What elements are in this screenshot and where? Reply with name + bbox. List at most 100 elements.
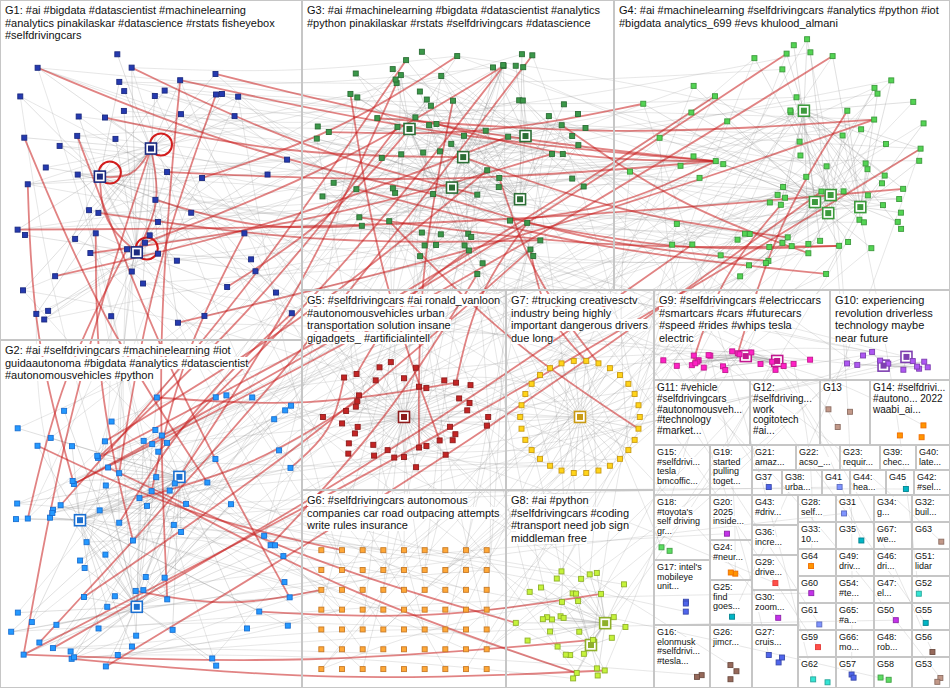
vertex [691,83,696,88]
vertex [25,516,30,521]
vertex [683,601,688,606]
vertex [202,313,207,318]
vertex [523,437,528,442]
vertex-link [24,138,151,149]
vertex [449,141,454,146]
vertex [393,77,398,82]
group-label: G35 [839,524,856,534]
group-box: G62 [798,657,836,688]
vertex [417,445,422,450]
vertex [895,219,900,224]
group-label: G20: 2025 inside... [713,497,744,526]
vertex [402,667,407,672]
group-label: G1: #ai #bigdata #datascientist #machine… [5,4,275,41]
vertex [734,669,739,674]
vertex [53,274,58,279]
vertex [735,237,740,242]
vertex [550,151,555,156]
vertex [21,288,26,293]
group-box: G63 [912,522,950,549]
vertex [773,367,778,372]
vertex [636,426,641,431]
vertex [776,615,781,620]
vertex [789,244,794,249]
group-label: G13 [823,382,842,393]
strong-link [74,54,787,484]
vertex-link [549,116,822,191]
group-box: G39: chec... [880,445,916,470]
vertex [360,568,365,573]
vertex [738,274,743,279]
strong-link [24,149,921,655]
vertex [22,135,27,140]
group-label: G57 [839,659,856,669]
vertex [122,89,127,94]
vertex [901,367,906,372]
vertex [773,581,778,586]
vertex [626,448,631,453]
vertex [427,123,432,128]
vertex [273,290,278,295]
vertex [916,591,921,596]
vertex [413,365,418,370]
vertex [581,651,586,656]
vertex [379,155,384,160]
vertex [784,51,789,56]
vertex [443,607,448,612]
group-box: G19: started pulling toget... [710,445,752,495]
vertex [438,232,443,237]
vertex-link [89,210,216,665]
vertex [131,601,142,612]
vertex [919,435,924,440]
vertex-link [38,68,152,491]
vertex [469,234,474,239]
hub-icon [176,474,182,480]
vertex [319,627,324,632]
group-box: G32: buil... [912,495,950,522]
vertex [402,627,407,632]
hub-icon [881,363,887,369]
group-label: G33: 10... [801,524,821,544]
vertex [815,645,820,650]
vertex [121,108,126,113]
strong-link [84,250,530,598]
vertex [897,433,902,438]
vertex [922,359,927,364]
vertex-link [24,607,137,655]
vertex [257,609,262,614]
vertex [453,432,458,437]
vertex [129,65,134,70]
hub-icon [134,604,140,610]
vertex [381,587,386,592]
group-label: G54: #te... [839,578,859,598]
vertex [819,189,824,194]
hub-icon [857,204,863,210]
group-box: G29: drive... [752,555,798,590]
group-label: G27: cruis... [755,627,782,647]
vertex [464,607,469,612]
vertex-link [38,68,827,167]
vertex-link [180,69,782,83]
vertex [851,675,856,680]
group-box: G36: incre... [752,525,798,555]
vertex [531,253,536,258]
vertex [172,481,177,486]
group-box: G49: driv... [836,549,874,576]
vertex [571,358,576,363]
vertex [150,442,155,447]
group-label: G55 [915,605,932,615]
vertex [25,182,30,187]
vertex [549,617,554,622]
hub-icon [523,133,529,139]
vertex [214,663,219,668]
vertex [340,607,345,612]
vertex [450,438,455,443]
vertex [763,260,768,265]
group-box: G61 [798,603,836,630]
vertex [155,251,160,256]
vertex [752,56,757,61]
strong-link [178,120,874,323]
vertex [600,618,611,629]
vertex [418,254,423,259]
